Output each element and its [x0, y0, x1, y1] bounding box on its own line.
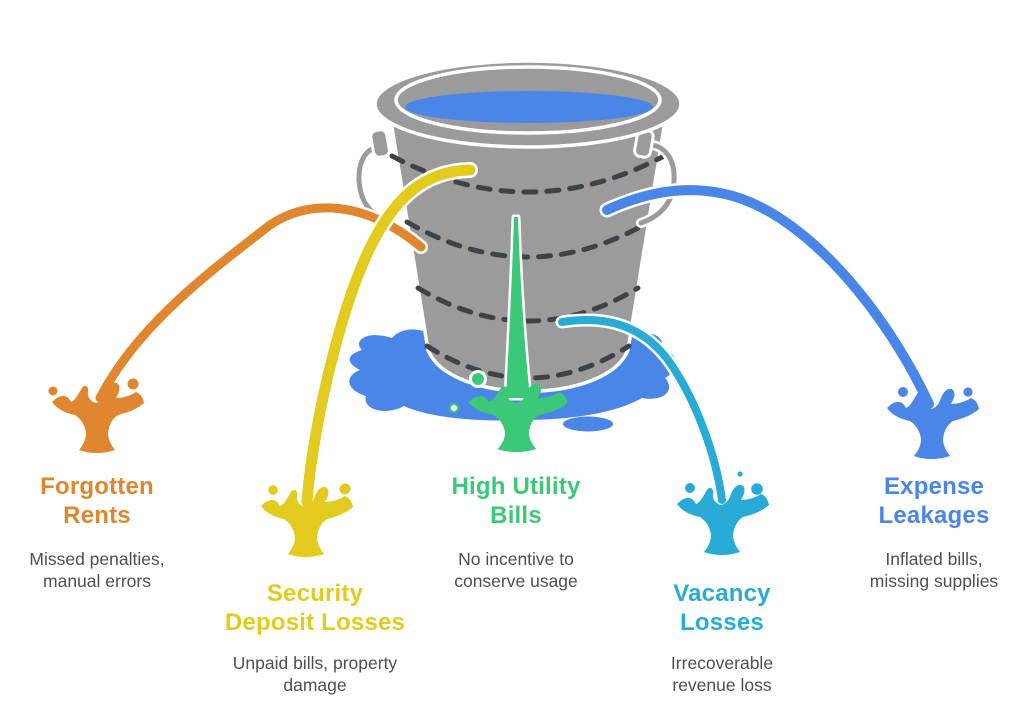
leak-desc-line: conserve usage — [454, 571, 578, 591]
leak-label-high-utility: High Utility Bills — [421, 472, 611, 530]
leak-stream-vacancy — [555, 313, 729, 507]
leak-description-vacancy: Irrecoverable revenue loss — [627, 652, 817, 696]
leak-desc-line: revenue loss — [672, 675, 772, 695]
leak-title-line: Forgotten — [40, 473, 154, 500]
leak-title-line: High Utility — [451, 473, 581, 500]
leak-title-line: Expense — [883, 473, 985, 500]
leak-desc-line: Unpaid bills, property — [232, 653, 398, 673]
leak-label-forgotten-rents: Forgotten Rents — [2, 472, 192, 530]
bucket-hoop-lines — [389, 153, 667, 381]
leak-desc-line: damage — [283, 675, 347, 695]
leak-description-expense: Inflated bills, missing supplies — [839, 548, 1024, 592]
leak-title-line: Security — [266, 580, 364, 607]
splash-icon-vacancy — [677, 471, 769, 555]
leak-stream-security-deposit — [299, 162, 478, 510]
leak-title-line: Leakages — [878, 502, 990, 529]
leak-label-vacancy: Vacancy Losses — [627, 579, 817, 637]
leak-title-line: Rents — [63, 502, 131, 529]
leak-description-forgotten-rents: Missed penalties, manual errors — [2, 548, 192, 592]
leak-description-security-deposit: Unpaid bills, property damage — [195, 652, 435, 696]
leak-desc-line: Missed penalties, — [29, 549, 165, 569]
splash-icon-security-deposit — [261, 483, 353, 557]
leak-title-line: Losses — [680, 609, 764, 636]
leak-stream-forgotten-rents — [93, 200, 428, 405]
leak-title-line: Bills — [490, 502, 542, 529]
leak-desc-line: missing supplies — [869, 571, 999, 591]
splash-icon-forgotten-rents — [48, 378, 144, 453]
leak-hole-dot — [469, 370, 487, 388]
leak-stream-expense — [599, 182, 937, 412]
leak-hole-ring — [449, 403, 459, 413]
leak-label-expense: Expense Leakages — [839, 472, 1024, 530]
leak-desc-line: No incentive to — [458, 549, 574, 569]
leak-desc-line: Inflated bills, — [885, 549, 983, 569]
leak-desc-line: manual errors — [43, 571, 151, 591]
leak-description-high-utility: No incentive to conserve usage — [421, 548, 611, 592]
splash-icon-expense — [887, 387, 979, 459]
water-surface — [405, 91, 653, 123]
leak-label-security-deposit: Security Deposit Losses — [195, 579, 435, 637]
leak-title-line: Deposit Losses — [224, 609, 406, 636]
leak-title-line: Vacancy — [673, 580, 771, 607]
leak-desc-line: Irrecoverable — [670, 653, 774, 673]
